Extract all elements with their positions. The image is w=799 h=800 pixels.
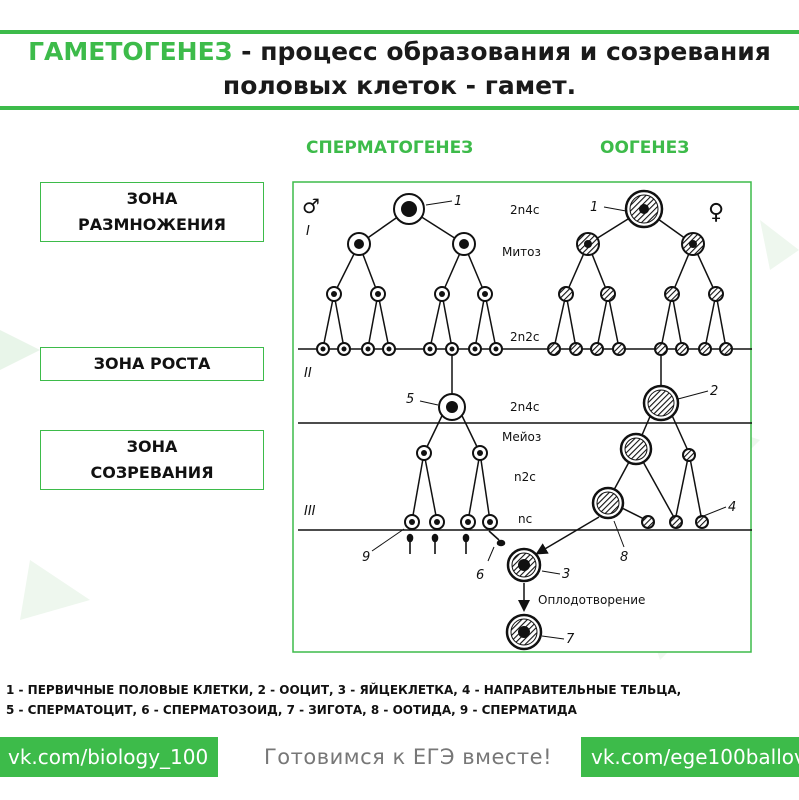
title-top-rule xyxy=(0,30,799,34)
arrow-to-egg xyxy=(535,516,600,555)
polar-body xyxy=(682,448,696,462)
cell-nucleus xyxy=(639,204,649,214)
cell-nucleus xyxy=(477,450,483,456)
spermatid-row xyxy=(404,514,498,530)
deco-triangle xyxy=(20,560,90,620)
zone-label: ЗОНА xyxy=(126,437,178,456)
zone-label: ЗОНА РОСТА xyxy=(93,354,211,373)
legend: 1 - ПЕРВИЧНЫЕ ПОЛОВЫЕ КЛЕТКИ, 2 - ООЦИТ,… xyxy=(6,680,796,720)
footer-link-left[interactable]: vk.com/biology_100 xyxy=(0,737,218,777)
legend-line: 5 - СПЕРМАТОЦИТ, 6 - СПЕРМАТОЗОИД, 7 - З… xyxy=(6,703,577,717)
callout-number: 4 xyxy=(728,500,736,515)
cell-row-4 xyxy=(316,342,503,356)
title-rest: - процесс образования и созревания xyxy=(232,37,771,66)
gametogenesis-diagram: ♂ ♀ I II III 2n4c Митоз 2n2c 2n4c Мейоз … xyxy=(292,181,752,653)
cell-nucleus xyxy=(421,450,427,456)
callout-lines xyxy=(371,200,727,640)
callout-number: 1 xyxy=(590,200,598,215)
callout-number: 8 xyxy=(620,550,628,565)
footer-link-right[interactable]: vk.com/ege100ballov xyxy=(581,737,799,777)
cell-nucleus xyxy=(584,240,592,248)
meiosis-label: Мейоз xyxy=(502,430,541,444)
zone-growth: ЗОНА РОСТА xyxy=(40,347,264,381)
cell-nucleus xyxy=(459,239,469,249)
female-symbol: ♀ xyxy=(708,200,724,225)
cell-cytoplasm xyxy=(596,491,620,515)
zone-maturation: ЗОНА СОЗРЕВАНИЯ xyxy=(40,430,264,490)
column-heading-spermatogenesis: СПЕРМАТОГЕНЕЗ xyxy=(306,138,474,158)
legend-line: 1 - ПЕРВИЧНЫЕ ПОЛОВЫЕ КЛЕТКИ, 2 - ООЦИТ,… xyxy=(6,683,682,697)
zone-label: СОЗРЕВАНИЯ xyxy=(90,463,214,482)
cell-nucleus xyxy=(518,626,530,638)
roman-numeral: I xyxy=(306,224,310,239)
callout-number: 7 xyxy=(566,632,575,647)
cell-nucleus xyxy=(354,239,364,249)
cell-row-4 xyxy=(547,342,733,356)
fertilization-label: Оплодотворение xyxy=(538,593,645,607)
cell-cytoplasm xyxy=(624,437,648,461)
cell-nucleus xyxy=(401,201,417,217)
ploidy-label: n2c xyxy=(514,470,536,484)
title-bottom-rule xyxy=(0,106,799,110)
deco-triangle xyxy=(0,330,40,370)
cell-nucleus xyxy=(689,240,697,248)
ploidy-label: 2n4c xyxy=(510,400,539,414)
callout-number: 2 xyxy=(710,384,718,399)
ploidy-label: 2n4c xyxy=(510,203,539,217)
female-cells xyxy=(547,189,733,529)
mitosis-label: Митоз xyxy=(502,245,541,259)
callout-number: 6 xyxy=(476,568,484,583)
callout-number: 1 xyxy=(454,194,462,209)
cell-row-3 xyxy=(326,286,493,302)
cell-nucleus xyxy=(518,559,530,571)
zone-label: РАЗМНОЖЕНИЯ xyxy=(77,215,226,234)
cell-nucleus xyxy=(446,401,458,413)
column-heading-oogenesis: ООГЕНЕЗ xyxy=(600,138,690,158)
callout-number: 5 xyxy=(406,392,414,407)
title-line-1: ГАМЕТОГЕНЕЗ - процесс образования и созр… xyxy=(0,36,799,68)
polar-body-row xyxy=(641,515,709,529)
zone-reproduction: ЗОНА РАЗМНОЖЕНИЯ xyxy=(40,182,264,242)
ploidy-label: 2n2c xyxy=(510,330,539,344)
cell-row-3 xyxy=(558,286,724,302)
cell-cytoplasm xyxy=(647,389,675,417)
footer-slogan: Готовимся к ЕГЭ вместе! xyxy=(264,745,552,769)
zone-label: ЗОНА xyxy=(126,189,178,208)
deco-triangle xyxy=(760,220,799,270)
callout-number: 9 xyxy=(362,550,370,565)
fertilization-group xyxy=(505,516,600,651)
ploidy-label: nc xyxy=(518,512,532,526)
roman-numeral: II xyxy=(304,366,312,381)
male-cells xyxy=(316,193,506,554)
callout-number: 3 xyxy=(562,567,570,582)
title-block: ГАМЕТОГЕНЕЗ - процесс образования и созр… xyxy=(0,30,799,110)
male-symbol: ♂ xyxy=(302,194,320,218)
title-line-2: половых клеток - гамет. xyxy=(222,71,577,100)
roman-numeral: III xyxy=(304,504,316,519)
title-highlight: ГАМЕТОГЕНЕЗ xyxy=(28,37,233,66)
spermatozoa xyxy=(406,530,506,554)
footer: vk.com/biology_100 Готовимся к ЕГЭ вмест… xyxy=(0,730,799,786)
